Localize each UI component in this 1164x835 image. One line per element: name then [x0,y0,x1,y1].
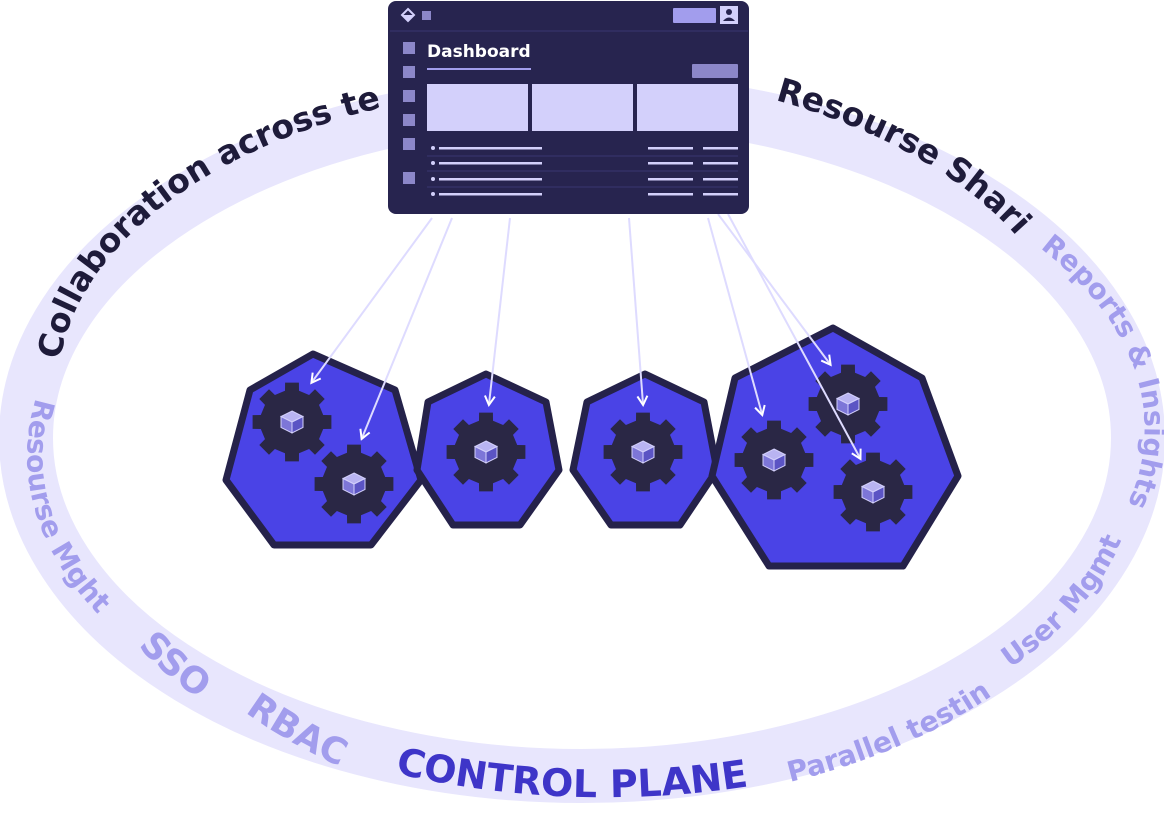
gear-icon [603,412,683,492]
arrow-2 [362,217,453,438]
logo-icon [400,7,416,23]
svg-text:User Mgmt: User Mgmt [995,529,1128,673]
topbar-search[interactable] [673,8,716,23]
dashboard-title: Dashboard [427,42,531,62]
sidebar-item[interactable] [403,114,415,126]
dashboard-card [427,84,528,131]
sidebar-item[interactable] [403,138,415,150]
gear-icon [314,444,394,524]
arrows-layer [312,213,860,458]
table-row[interactable] [427,161,738,172]
gears-layer [252,364,913,532]
cluster-1 [222,350,425,549]
cube-icon [761,448,787,472]
arrow-1 [312,217,433,382]
cube-icon [473,440,499,464]
cube-icon [279,410,305,434]
sidebar-item[interactable] [403,172,415,184]
gear-icon [833,452,913,532]
label-resource-mgmt: Resourse Mght [20,396,117,619]
arrow-6 [717,213,830,364]
table-row[interactable] [431,192,738,196]
sidebar-item[interactable] [403,42,415,54]
sidebar-item[interactable] [403,66,415,78]
svg-text:Collaboration across teams: Collaboration across teams [0,0,384,362]
gear-icon [446,412,526,492]
cube-icon [341,472,367,496]
svg-text:RBAC: RBAC [240,686,354,775]
user-icon[interactable] [720,6,738,24]
cube-icon [630,440,656,464]
dashboard-card [532,84,633,131]
svg-text:Resourse Mght: Resourse Mght [20,396,117,619]
dashboard-action-button[interactable] [692,64,738,78]
arrow-7 [727,213,860,458]
cube-icon [860,480,886,504]
label-user-mgmt: User Mgmt [995,529,1128,673]
window-control[interactable] [422,11,431,20]
table-row[interactable] [427,146,738,157]
dashboard-window[interactable]: Dashboard [388,1,749,214]
label-rbac: RBAC [240,686,354,775]
dashboard-card [637,84,738,131]
gear-icon [252,382,332,462]
arrow-4 [628,217,643,404]
sidebar-item[interactable] [403,90,415,102]
label-collaboration: Collaboration across teams [0,0,384,362]
gear-icon [734,420,814,500]
arrow-5 [707,217,762,414]
dashboard-table [427,146,738,196]
cube-icon [835,392,861,416]
table-row[interactable] [427,177,738,188]
gear-icon [808,364,888,444]
arrow-3 [489,217,511,404]
sidebar [403,42,415,184]
